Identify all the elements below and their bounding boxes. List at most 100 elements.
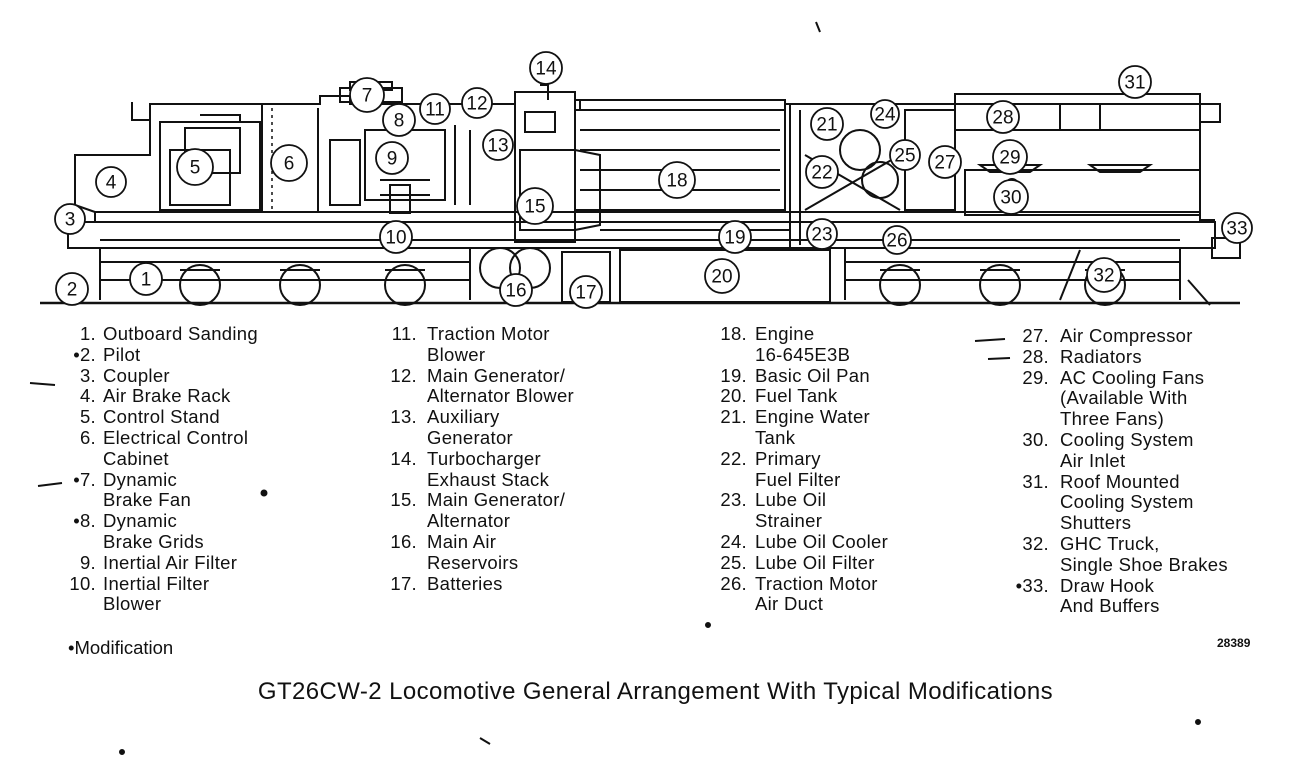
callout-23: 23 <box>806 218 838 250</box>
legend-number: 18. <box>720 323 747 344</box>
legend-line: 16-645E3B <box>755 343 851 365</box>
callout-number: 12 <box>466 94 487 115</box>
callout-28: 28 <box>986 100 1020 134</box>
callout-circle <box>1086 257 1122 293</box>
callout-circle <box>129 262 163 296</box>
callout-number: 15 <box>524 197 545 218</box>
callout-18: 18 <box>658 161 696 199</box>
callout-30: 30 <box>993 179 1029 215</box>
legend-number: 29. <box>1022 366 1049 388</box>
callout-circle <box>382 103 416 137</box>
legend-number: 27. <box>1022 325 1049 346</box>
callout-13: 13 <box>482 129 514 161</box>
legend-line: Traction Motor <box>755 572 878 594</box>
callout-circle <box>882 225 912 255</box>
callout-number: 4 <box>106 173 117 194</box>
legend-text: Air Compressor <box>1060 325 1193 347</box>
legend-line: Main Generator/ <box>427 364 566 386</box>
callout-circle <box>270 144 308 182</box>
callout-circle <box>704 258 740 294</box>
callout-circle <box>54 203 86 235</box>
callout-circle <box>992 139 1028 175</box>
callout-circle <box>95 166 127 198</box>
legend-line: Engine Water <box>755 406 870 428</box>
callout-circle <box>870 99 900 129</box>
legend-line: Coupler <box>103 364 170 386</box>
callout-3: 3 <box>54 203 86 235</box>
legend-line: AC Cooling Fans <box>1060 366 1205 388</box>
legend-line: Air Inlet <box>1060 449 1126 471</box>
legend-number: 25. <box>720 551 747 573</box>
callout-circle <box>569 275 603 309</box>
legend-line: Roof Mounted <box>1060 470 1180 492</box>
legend-line: Generator <box>427 426 513 448</box>
legend-number: 19. <box>720 364 747 386</box>
legend-line: Shutters <box>1060 512 1132 534</box>
legend-text: GHC Truck,Single Shoe Brakes <box>1060 533 1228 576</box>
legend-line: Fuel Tank <box>755 385 838 407</box>
legend-number: 24. <box>720 531 747 552</box>
callout-14: 14 <box>529 51 563 85</box>
legend-line: Cooling System <box>1060 491 1194 513</box>
legend-line: And Buffers <box>1060 595 1160 617</box>
legend-number: 31. <box>1022 470 1049 492</box>
callout-5: 5 <box>176 148 214 186</box>
legend-line: Lube Oil Cooler <box>755 531 889 552</box>
legend-text: Fuel Tank <box>755 386 838 407</box>
callout-circle <box>419 93 451 125</box>
legend-number: 4. <box>79 385 96 407</box>
callout-number: 24 <box>874 105 896 126</box>
callout-circle <box>993 179 1029 215</box>
callout-number: 30 <box>1000 188 1021 209</box>
legend-line: GHC Truck, <box>1060 533 1160 554</box>
legend-line: Electrical Control <box>103 427 249 448</box>
legend-number: •8. <box>73 510 96 532</box>
legend-number: 22. <box>720 447 747 469</box>
callout-circle <box>529 51 563 85</box>
callout-number: 19 <box>724 228 745 249</box>
legend-line: Inertial Air Filter <box>103 551 238 573</box>
callout-number: 25 <box>894 146 915 167</box>
callout-number: 29 <box>999 148 1020 169</box>
legend-line: Dynamic <box>103 468 178 490</box>
callout-circle <box>718 220 752 254</box>
legend-line: Reservoirs <box>427 551 519 573</box>
callout-21: 21 <box>810 107 844 141</box>
modification-footnote: •Modification <box>68 637 174 658</box>
legend-line: Primary <box>755 447 821 469</box>
callout-number: 27 <box>934 153 955 174</box>
legend-line: Lube Oil <box>755 489 827 511</box>
callout-20: 20 <box>704 258 740 294</box>
callout-6: 6 <box>270 144 308 182</box>
callout-16: 16 <box>499 273 533 307</box>
legend-number: 30. <box>1022 429 1049 450</box>
legend-number: 13. <box>390 406 417 428</box>
callout-number: 7 <box>362 86 373 107</box>
callout-number: 14 <box>535 59 557 80</box>
callout-number: 6 <box>284 154 295 175</box>
callout-10: 10 <box>379 220 413 254</box>
callout-number: 33 <box>1226 219 1247 240</box>
legend-line: Brake Fan <box>103 489 192 511</box>
callout-number: 21 <box>816 115 837 136</box>
legend-text: Batteries <box>427 573 503 595</box>
callout-25: 25 <box>889 139 921 171</box>
figure-caption: GT26CW-2 Locomotive General Arrangement … <box>257 678 1054 705</box>
legend-text: Radiators <box>1060 346 1142 368</box>
legend-number: 12. <box>390 364 417 386</box>
callout-32: 32 <box>1086 257 1122 293</box>
callout-circle <box>806 218 838 250</box>
locomotive-body <box>67 81 1221 249</box>
callout-circle <box>375 141 409 175</box>
legend-text: Air Brake Rack <box>103 386 231 407</box>
callout-circle <box>176 148 214 186</box>
legend-number: 26. <box>720 572 747 594</box>
